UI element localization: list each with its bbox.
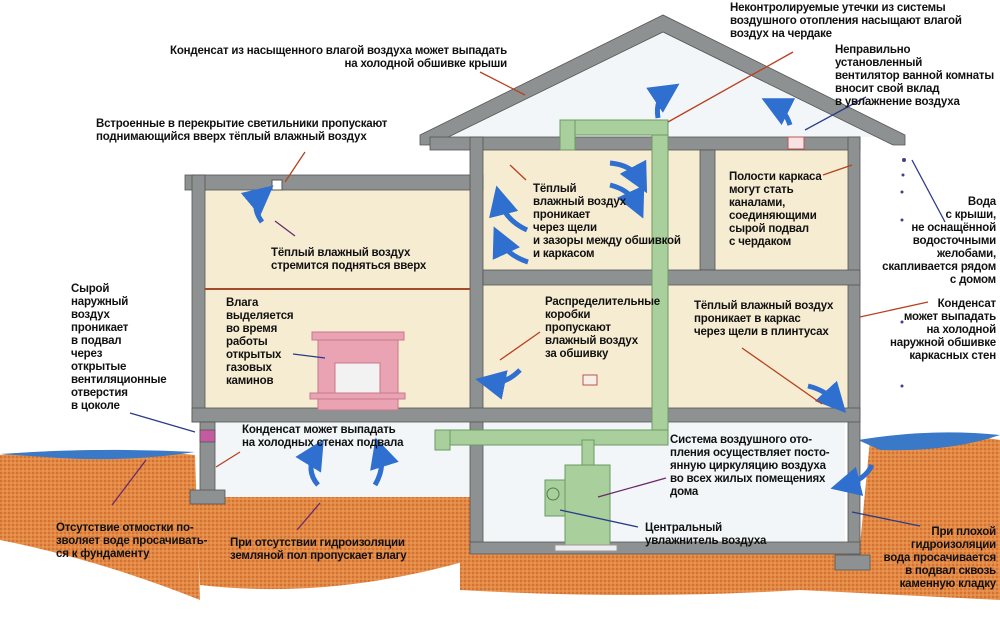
label-outdoor-air: Сырой наружный воздух проникает в подвал… [71,283,167,412]
label-roof-condensate: Конденсат из насыщенного влагой воздуха … [170,45,507,70]
leader-lines [111,51,946,531]
fireplace [309,331,406,411]
label-baseboards: Тёплый влажный воздух проникает в каркас… [694,300,834,338]
label-poor-waterproofing: При плохой гидроизоляции вода просачивае… [883,526,997,590]
label-bath-fan: Неправильно установленный вентилятор ван… [835,44,994,108]
ceiling-light [271,179,283,191]
label-wall-condensate: Конденсат может выпадать на холодной нар… [890,298,996,362]
furnace [544,464,618,552]
label-warm-air-rises: Тёплый влажный воздух стремится поднятьс… [271,247,427,272]
label-frame-cavities: Полости каркаса могут стать каналами, со… [729,171,822,248]
roof [419,14,906,146]
airflow-arrows [240,83,875,496]
label-ceiling-lights: Встроенные в перекрытие светильники проп… [96,118,388,143]
label-no-blind-area: Отсутствие отмостки по- зволяет воде про… [56,522,208,560]
label-warm-air-gaps: Тёплый влажный воздух проникает через ще… [533,183,681,260]
puddle-left [0,449,195,460]
label-fireplaces: Влага выделяется во время работы открыты… [226,297,294,387]
roof-drips [900,158,906,388]
label-earth-floor: При отсутствии гидроизоляции земляной по… [230,537,407,562]
distribution-box [582,374,598,386]
label-heating-system: Система воздушного ото- пления осуществл… [670,434,830,498]
puddle-right [858,432,1000,451]
label-roof-water: Вода с крыши, не оснащённой водосточными… [882,196,996,286]
air-ducts [434,119,669,469]
label-air-leaks: Неконтролируемые утечки из системы возду… [730,2,962,40]
label-humidifier: Центральный увлажнитель воздуха [645,522,767,547]
label-basement-condensate: Конденсат может выпадать на холодных сте… [242,424,404,449]
bath-fan [787,136,805,150]
label-distribution-boxes: Распределительные коробки пропускают вла… [545,296,660,360]
